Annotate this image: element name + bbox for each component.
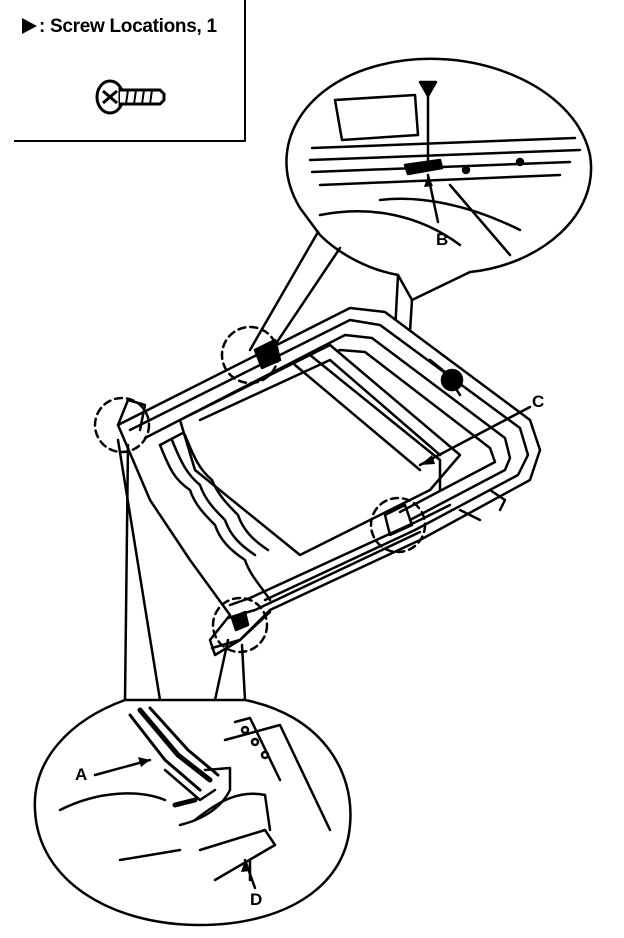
callout-c: C xyxy=(532,392,545,411)
detail-bubble-bottom xyxy=(33,698,352,927)
callout-d-arrowhead xyxy=(241,860,250,872)
callout-b: B xyxy=(436,230,449,249)
detail-bubble-top xyxy=(285,57,593,302)
leader-line xyxy=(116,438,162,702)
callout-d: D xyxy=(250,890,263,909)
location-circle xyxy=(93,396,151,454)
legend-label: : Screw Locations, 1 xyxy=(22,16,217,38)
triangle-arrow-icon xyxy=(22,18,37,34)
sunroof-frame xyxy=(116,306,542,657)
location-circle xyxy=(211,596,269,654)
legend-text: : Screw Locations, 1 xyxy=(39,16,217,37)
leader-line xyxy=(263,246,342,362)
callout-c-arrowhead xyxy=(420,455,435,465)
callout-c-leader xyxy=(418,405,532,467)
triangle-arrow-icon xyxy=(418,80,438,98)
location-circle xyxy=(369,496,427,554)
location-circle xyxy=(220,325,280,385)
location-circles xyxy=(93,325,427,654)
leader-line xyxy=(213,638,230,702)
callout-a: A xyxy=(75,765,88,784)
leader-line xyxy=(240,643,247,702)
leader-line xyxy=(123,443,130,702)
callout-b-arrowhead xyxy=(424,175,433,187)
callout-a-arrowhead xyxy=(138,757,150,767)
screw-icon xyxy=(95,79,166,115)
legend-box: : Screw Locations, 1 xyxy=(14,0,246,142)
